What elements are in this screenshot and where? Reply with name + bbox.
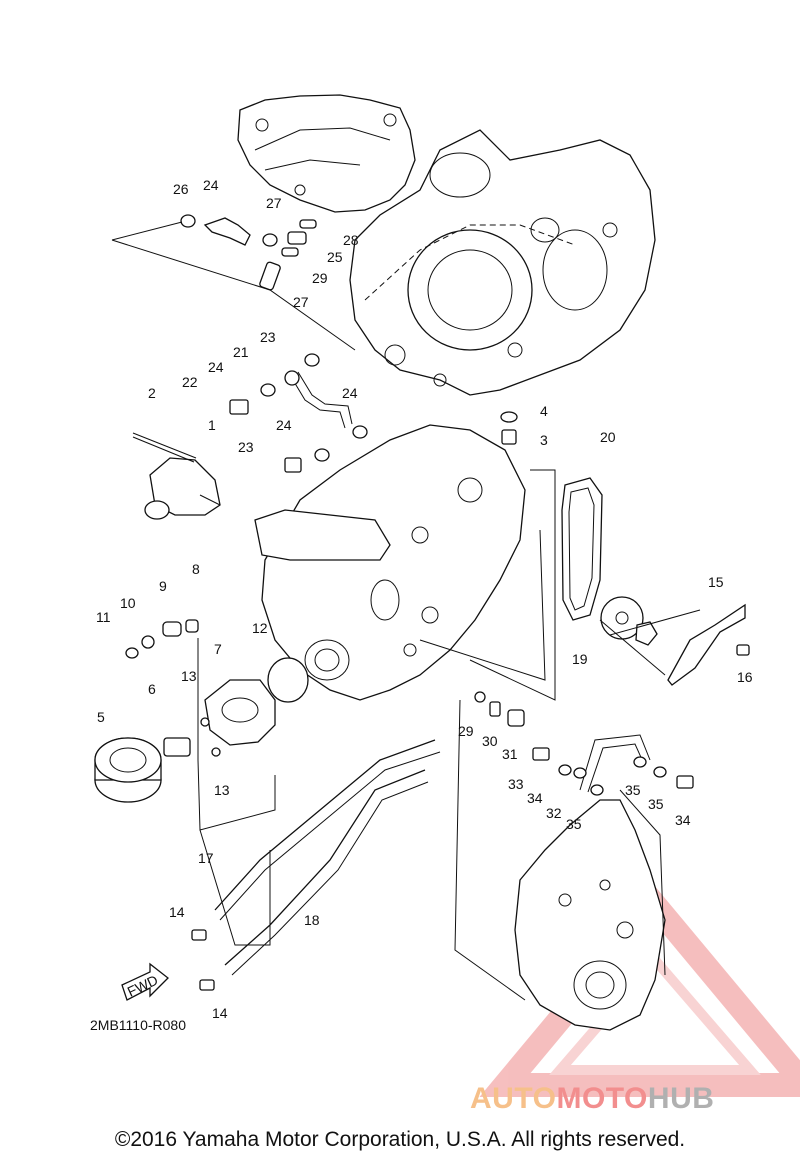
callout-20: 20 xyxy=(600,429,616,445)
callout-17: 17 xyxy=(198,850,214,866)
o-ring-12-drawing xyxy=(267,657,309,703)
assembly-guide-lines xyxy=(111,221,701,1001)
oil-filter-drawing xyxy=(94,737,162,803)
breather-hose-parts xyxy=(180,214,317,291)
watermark-auto: AUTO xyxy=(470,1082,557,1115)
callout-34: 34 xyxy=(527,790,543,806)
callout-35: 35 xyxy=(625,782,641,798)
fwd-label: FWD xyxy=(125,972,161,1000)
callout-22: 22 xyxy=(182,374,198,390)
lower-crankcase-drawing xyxy=(254,424,526,701)
callout-24: 24 xyxy=(208,359,224,375)
callout-27: 27 xyxy=(266,195,282,211)
callout-29: 29 xyxy=(312,270,328,286)
oil-pipes xyxy=(214,739,441,976)
fwd-arrow xyxy=(121,962,169,1001)
callout-19: 19 xyxy=(572,651,588,667)
callout-28: 28 xyxy=(343,232,359,248)
misc-bolts xyxy=(191,353,750,991)
callout-3: 3 xyxy=(540,432,548,448)
callout-21: 21 xyxy=(233,344,249,360)
callout-14: 14 xyxy=(212,1005,228,1021)
callout-10: 10 xyxy=(120,595,136,611)
callout-30: 30 xyxy=(482,733,498,749)
oil-pump-drawing xyxy=(144,457,221,520)
callout-29: 29 xyxy=(458,723,474,739)
drain-plug-drawing xyxy=(500,411,518,445)
callout-23: 23 xyxy=(238,439,254,455)
callout-24: 24 xyxy=(276,417,292,433)
callout-26: 26 xyxy=(173,181,189,197)
clip-13a-drawing xyxy=(200,717,210,727)
oil-cooler-hose xyxy=(579,734,651,793)
union-bolt-6-drawing xyxy=(163,737,191,757)
callout-16: 16 xyxy=(737,669,753,685)
callout-8: 8 xyxy=(192,561,200,577)
watermark-moto: MOTO xyxy=(556,1082,648,1115)
crankcase-cover-drawing xyxy=(514,799,666,1031)
bolt-2-drawing xyxy=(132,432,197,463)
callout-24: 24 xyxy=(203,177,219,193)
filter-housing-drawing xyxy=(204,679,276,746)
oil-delivery-pipe xyxy=(284,370,353,429)
callout-32: 32 xyxy=(546,805,562,821)
callout-4: 4 xyxy=(540,403,548,419)
callout-31: 31 xyxy=(502,746,518,762)
callout-35: 35 xyxy=(648,796,664,812)
cover-fasteners xyxy=(474,691,694,796)
callout-35: 35 xyxy=(566,816,582,832)
callout-1: 1 xyxy=(208,417,216,433)
callout-7: 7 xyxy=(214,641,222,657)
callout-23: 23 xyxy=(260,329,276,345)
crankcase-half-drawing xyxy=(349,129,656,396)
callout-layer: 1234567891011121313141415161718192021222… xyxy=(96,177,753,1021)
chain-guide-15-drawing xyxy=(667,603,746,686)
reference-code: 2MB1110-R080 xyxy=(90,1017,186,1033)
callout-14: 14 xyxy=(169,904,185,920)
cylinder-block-drawing xyxy=(237,94,416,213)
callout-15: 15 xyxy=(708,574,724,590)
callout-9: 9 xyxy=(159,578,167,594)
watermark-logo: AUTOMOTOHUB xyxy=(470,1082,800,1116)
callout-34: 34 xyxy=(675,812,691,828)
relief-valve-parts xyxy=(125,619,199,659)
callout-2: 2 xyxy=(148,385,156,401)
nut-20-drawing xyxy=(635,621,658,646)
callout-25: 25 xyxy=(327,249,343,265)
callout-11: 11 xyxy=(96,609,111,625)
cam-chain-drawing xyxy=(561,477,603,621)
callout-27: 27 xyxy=(293,294,309,310)
callout-13: 13 xyxy=(214,782,230,798)
callout-12: 12 xyxy=(252,620,268,636)
watermark-hub: HUB xyxy=(647,1082,715,1115)
callout-24: 24 xyxy=(342,385,358,401)
callout-5: 5 xyxy=(97,709,105,725)
callout-33: 33 xyxy=(508,776,524,792)
callout-6: 6 xyxy=(148,681,156,697)
callout-18: 18 xyxy=(304,912,320,928)
callout-13: 13 xyxy=(181,668,197,684)
clip-13b-drawing xyxy=(211,747,221,757)
copyright-notice: ©2016 Yamaha Motor Corporation, U.S.A. A… xyxy=(114,1128,686,1151)
